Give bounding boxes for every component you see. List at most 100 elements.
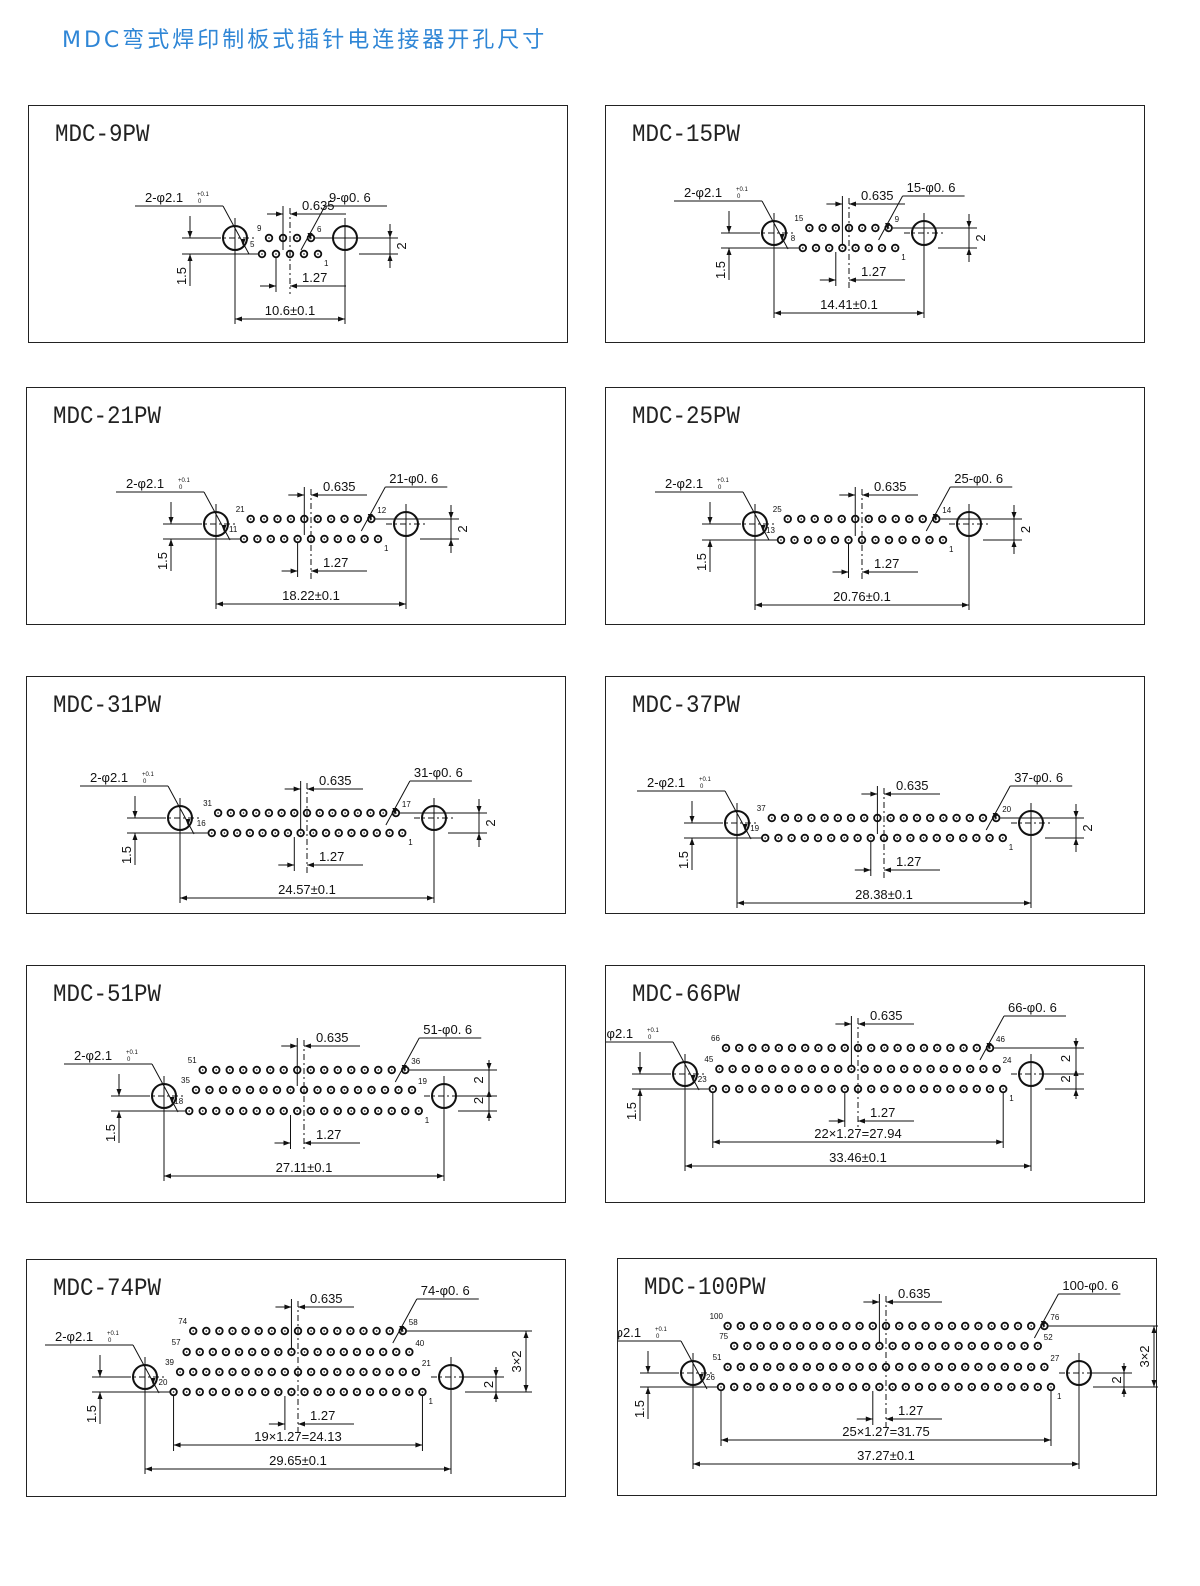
arrowhead-icon: [287, 862, 295, 868]
pin-hole-center: [997, 1386, 999, 1388]
pin-hole-center: [784, 1068, 787, 1070]
arrowhead-icon: [1151, 1380, 1157, 1387]
pin-hole-center: [764, 1088, 767, 1090]
pin-hole-center: [850, 1068, 853, 1070]
pin-hole-center: [957, 1345, 960, 1347]
hole-tolerance-lower: 0: [198, 199, 202, 205]
pin-hole-center: [316, 518, 319, 520]
pin-hole-center: [759, 1386, 762, 1388]
leader-line: [680, 1340, 708, 1390]
arrowhead-icon: [168, 539, 174, 546]
pin-hole-center: [261, 832, 264, 834]
hole-span-label: 24.57±0.1: [278, 882, 336, 897]
pin-hole-center: [819, 1325, 821, 1327]
pin-hole-center: [231, 1330, 234, 1332]
page-heading: MDC弯式焊印制板式插针电连接器开孔尺寸: [62, 28, 548, 53]
pin-hole-center: [865, 1345, 867, 1347]
pin-hole-center: [792, 1366, 795, 1368]
pin-hole-center: [296, 538, 299, 540]
arrowhead-icon: [387, 231, 393, 238]
arrowhead-icon: [693, 1461, 700, 1467]
row-spacing-label: 2: [1058, 1075, 1073, 1082]
pin-hole-center: [1017, 1366, 1019, 1368]
pin-hole-center: [251, 1351, 253, 1353]
pin-hole-center: [329, 1351, 332, 1353]
arrowhead-icon: [437, 1173, 444, 1179]
pin-hole-center: [195, 1089, 197, 1091]
pin-hole-center: [303, 1391, 306, 1393]
pin-spec-label: 15-φ0. 6: [907, 180, 956, 195]
pin-hole-center: [830, 837, 832, 839]
pin-hole-center: [1010, 1345, 1013, 1347]
pin-number-label: 1: [425, 1116, 430, 1125]
pin-hole-center: [867, 518, 870, 520]
panel-title: MDC-100PW: [644, 1273, 766, 1302]
pin-number-label: 100: [710, 1312, 724, 1321]
pin-hole-center: [235, 1089, 238, 1091]
hole-offset-label: 1.5: [676, 851, 691, 869]
hole-spec-label: 2-φ2.1: [665, 476, 703, 491]
row-spacing-label: 2: [483, 819, 498, 826]
pin-number-label: 11: [229, 525, 238, 534]
pin-hole-center: [223, 832, 226, 834]
panel-title: MDC-21PW: [53, 402, 162, 431]
hole-spec-label: 2-φ2.1: [606, 1026, 633, 1041]
pin-hole-center: [282, 1069, 285, 1071]
pin-hole-center: [262, 1089, 265, 1091]
pin-hole-center: [268, 812, 270, 814]
pin-number-label: 1: [384, 544, 389, 553]
arrowhead-icon: [885, 223, 891, 230]
pin-number-label: 58: [409, 1318, 418, 1327]
arrowhead-icon: [284, 1304, 292, 1310]
pin-hole-center: [786, 1345, 788, 1347]
arrowhead-icon: [707, 517, 713, 524]
pin-hole-center: [712, 1088, 714, 1090]
pin-hole-center: [850, 817, 852, 819]
pin-hole-center: [804, 1047, 806, 1049]
pin-hole-center: [357, 812, 359, 814]
pin-hole-center: [269, 1110, 272, 1112]
pin-hole-center: [969, 817, 971, 819]
pin-hole-center: [255, 1069, 258, 1071]
offset-label: 0.635: [870, 1008, 903, 1023]
pin-hole-center: [799, 1386, 801, 1388]
arrowhead-icon: [448, 539, 454, 546]
hole-span-label: 27.11±0.1: [276, 1160, 333, 1175]
pin-hole-center: [841, 247, 844, 249]
arrowhead-icon: [486, 1090, 492, 1097]
pin-hole-center: [989, 1088, 991, 1090]
pin-hole-center: [323, 1330, 326, 1332]
pin-hole-center: [883, 837, 885, 839]
pin-number-label: 51: [188, 1056, 197, 1065]
pin-hole-center: [733, 1345, 735, 1347]
pin-hole-center: [915, 539, 917, 541]
pin-hole-center: [390, 1069, 393, 1071]
pin-hole-center: [369, 1351, 371, 1353]
pin-hole-center: [931, 1386, 933, 1388]
pin-hole-center: [832, 1325, 834, 1327]
pin-hole-center: [891, 1386, 894, 1388]
pin-hole-center: [271, 1371, 273, 1373]
pin-hole-center: [336, 1069, 339, 1071]
pin-number-label: 45: [704, 1055, 713, 1064]
arrowhead-icon: [427, 895, 434, 901]
arrowhead-icon: [307, 862, 314, 868]
pin-hole-center: [244, 1371, 247, 1373]
pin-hole-center: [388, 1371, 391, 1373]
pin-hole-center: [377, 538, 379, 540]
pin-hole-center: [791, 1047, 793, 1049]
pin-hole-center: [827, 518, 830, 520]
arrowhead-icon: [297, 492, 305, 498]
pin-hole-center: [310, 1371, 312, 1373]
pin-hole-center: [821, 227, 824, 229]
arrowhead-icon: [283, 1140, 291, 1146]
leader-line: [925, 486, 951, 532]
pin-hole-center: [249, 1089, 251, 1091]
pin-hole-center: [718, 1068, 721, 1070]
hole-offset-label: 1.5: [713, 261, 728, 279]
panel-title: MDC-74PW: [53, 1274, 162, 1303]
pin-hole-center: [249, 832, 251, 834]
